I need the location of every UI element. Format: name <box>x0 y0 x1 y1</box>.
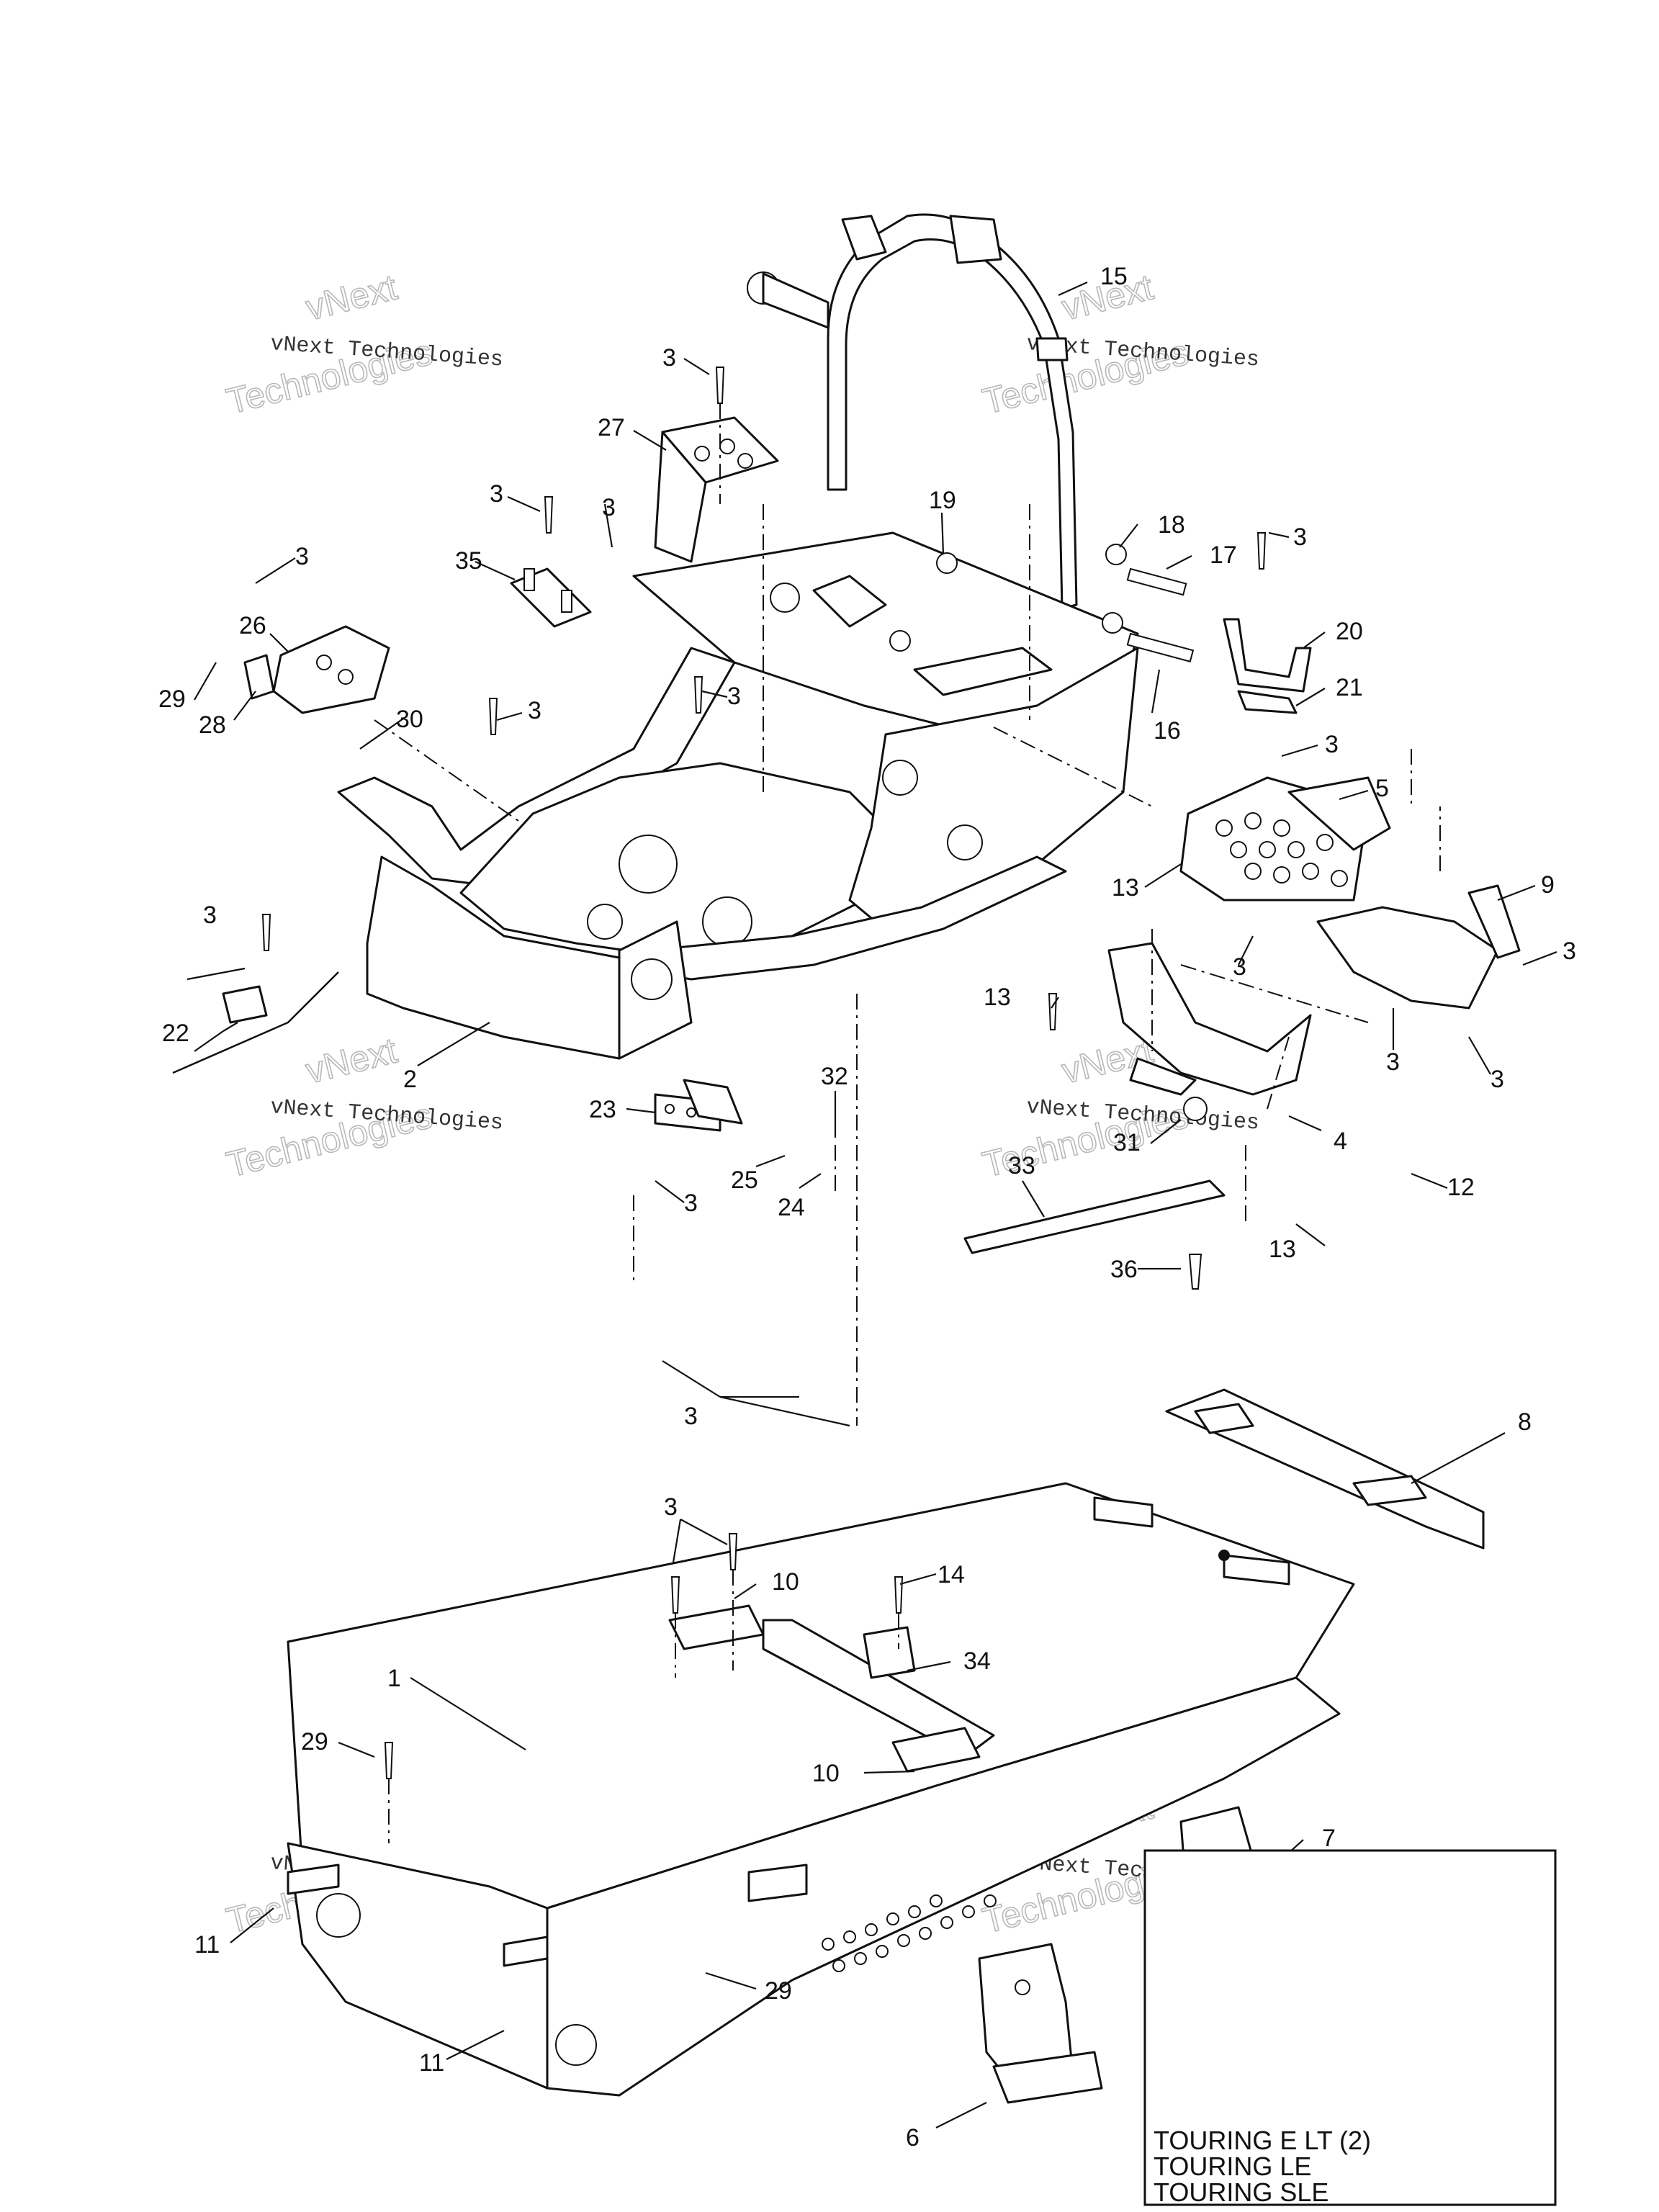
part-5-plate <box>1179 776 1391 902</box>
callout-11: 11 <box>419 2049 444 2077</box>
part-9-bracket <box>1316 884 1521 1010</box>
callout-3: 3 <box>664 1493 678 1521</box>
note-line-3: TOURING SLE <box>1154 2177 1328 2207</box>
callout-34: 34 <box>963 1647 991 1675</box>
callout-labels: 15 3 27 3 3 35 3 26 29 28 30 3 3 19 18 1… <box>158 263 1576 2152</box>
part-35-plate <box>510 567 592 628</box>
callout-26: 26 <box>239 612 266 639</box>
callout-1: 1 <box>387 1665 401 1692</box>
callout-20: 20 <box>1336 618 1363 645</box>
callout-13: 13 <box>984 984 1011 1011</box>
callout-17: 17 <box>1210 541 1237 569</box>
leader-lines <box>186 281 1557 2128</box>
steering-support-bar <box>747 213 1078 610</box>
rivets-lower <box>384 1533 904 1779</box>
callout-4: 4 <box>1334 1128 1347 1155</box>
callout-29: 29 <box>158 685 186 713</box>
callout-15: 15 <box>1100 263 1128 290</box>
callout-3: 3 <box>203 902 217 929</box>
callout-28: 28 <box>199 711 226 739</box>
callout-3: 3 <box>1386 1048 1400 1076</box>
callout-29: 29 <box>765 1977 792 2005</box>
callout-31: 31 <box>1113 1129 1141 1156</box>
callout-35: 35 <box>455 547 482 575</box>
callout-7: 7 <box>1322 1825 1336 1852</box>
callout-16: 16 <box>1154 717 1181 745</box>
part-20-clamp <box>1223 618 1312 714</box>
callout-29: 29 <box>301 1728 328 1755</box>
callout-12: 12 <box>1447 1174 1475 1201</box>
callout-6: 6 <box>906 2124 920 2152</box>
callout-3: 3 <box>1293 523 1307 551</box>
callout-2: 2 <box>403 1066 417 1093</box>
variant-note-box: TOURING E LT (2) TOURING LE TOURING SLE <box>1143 1849 1557 2207</box>
callout-36: 36 <box>1110 1256 1138 1283</box>
assembly-lines-upper <box>374 403 1441 1426</box>
part-26-plate <box>243 625 390 714</box>
part-23-hinge <box>654 1079 743 1132</box>
callout-22: 22 <box>162 1020 189 1047</box>
callout-13: 13 <box>1112 874 1139 902</box>
callout-5: 5 <box>1375 775 1389 802</box>
watermark-top-left: vNext Technologies vNext Technologies <box>222 266 504 423</box>
part-8-plate <box>1165 1388 1485 1561</box>
part-27-bracket <box>654 416 779 563</box>
callout-24: 24 <box>778 1194 805 1221</box>
rivets-upper <box>261 367 1267 1290</box>
callout-3: 3 <box>1325 731 1339 758</box>
callout-11: 11 <box>194 1931 220 1959</box>
part-6-footrest <box>978 1943 1103 2104</box>
part-22-rod <box>172 971 339 1074</box>
assembly-lines-lower <box>388 1570 899 1843</box>
bolts-and-washers <box>936 544 1195 662</box>
callout-3: 3 <box>602 494 616 521</box>
callout-3: 3 <box>684 1403 698 1430</box>
note-line-1: TOURING E LT (2) <box>1154 2126 1371 2155</box>
callout-3: 3 <box>684 1190 698 1217</box>
watermark-big-1: vNext <box>302 1030 401 1091</box>
front-frame-assembly <box>337 531 1139 1060</box>
part-34-crossbar <box>668 1604 995 1773</box>
callout-3: 3 <box>1233 953 1246 981</box>
callout-3: 3 <box>727 683 741 710</box>
callout-19: 19 <box>929 487 956 514</box>
callout-27: 27 <box>598 414 625 441</box>
part-33-strap <box>963 1179 1226 1254</box>
callout-3: 3 <box>662 344 676 372</box>
callout-25: 25 <box>731 1166 758 1194</box>
callout-9: 9 <box>1541 871 1555 899</box>
callout-3: 3 <box>528 697 541 724</box>
callout-23: 23 <box>589 1096 616 1123</box>
note-line-2: TOURING LE <box>1154 2152 1311 2181</box>
callout-18: 18 <box>1158 511 1185 539</box>
tunnel-assembly <box>287 1482 1355 2097</box>
callout-32: 32 <box>821 1063 848 1090</box>
callout-3: 3 <box>1491 1066 1504 1093</box>
callout-13: 13 <box>1269 1236 1296 1263</box>
watermark-mid-left: vNext Technologies vNext Technologies <box>222 1030 504 1186</box>
callout-3: 3 <box>490 480 503 508</box>
watermark-big-1: vNext <box>302 266 401 328</box>
callout-10: 10 <box>812 1760 840 1787</box>
callout-8: 8 <box>1518 1408 1532 1436</box>
callout-10: 10 <box>772 1568 799 1596</box>
callout-3: 3 <box>1563 938 1576 965</box>
callout-30: 30 <box>396 706 423 733</box>
callout-3: 3 <box>295 543 309 570</box>
callout-21: 21 <box>1336 674 1363 701</box>
part-11-angles <box>287 1863 549 1967</box>
callout-33: 33 <box>1008 1152 1035 1179</box>
callout-14: 14 <box>938 1561 965 1588</box>
part-4-mount <box>1107 942 1312 1096</box>
